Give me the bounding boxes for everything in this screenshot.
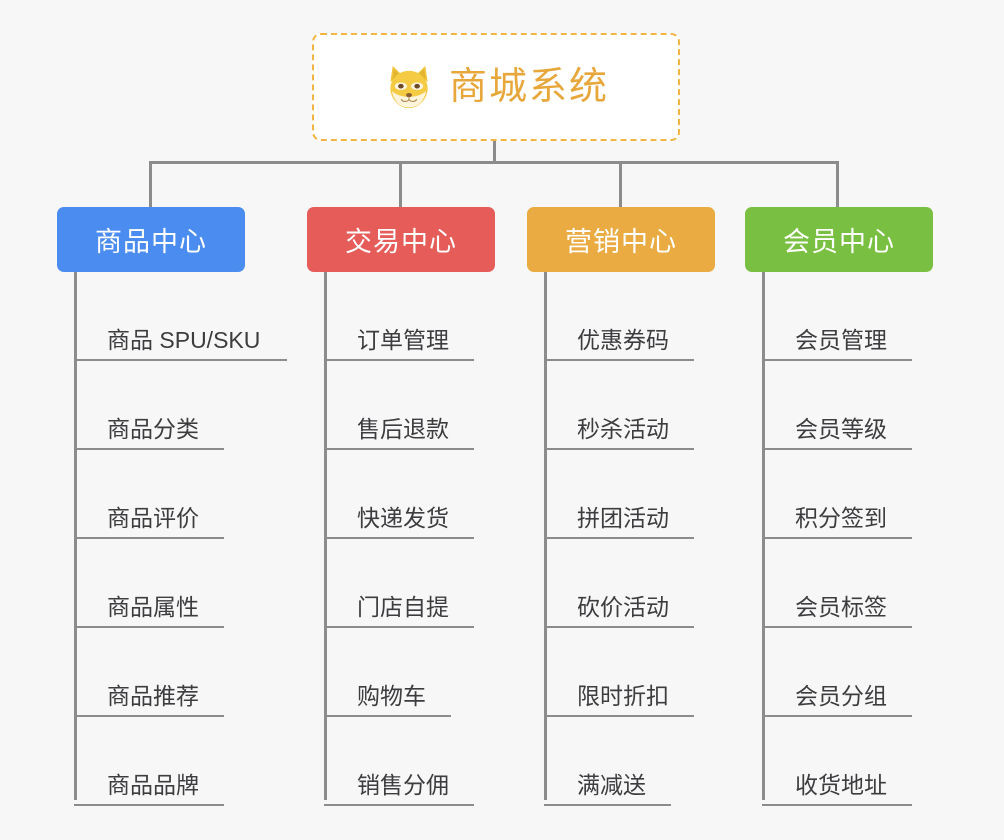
connector-drop-branch-2	[399, 161, 402, 209]
leaf-underline	[324, 359, 474, 361]
leaf-underline	[74, 359, 287, 361]
branch-header-trade[interactable]: 交易中心	[307, 207, 495, 272]
leaf-underline	[762, 715, 912, 717]
leaf-label: 会员管理	[795, 327, 887, 353]
branch-spine-marketing	[544, 272, 547, 800]
leaf-underline	[324, 626, 474, 628]
leaf-underline	[324, 715, 451, 717]
leaf-underline	[762, 537, 912, 539]
leaf-label: 限时折扣	[577, 683, 669, 709]
leaf-label: 商品推荐	[107, 683, 199, 709]
leaf-underline	[762, 626, 912, 628]
connector-root-stem	[493, 141, 496, 164]
connector-trunk-bar	[149, 161, 839, 164]
leaf-label: 商品品牌	[107, 772, 199, 798]
leaf-underline	[74, 715, 224, 717]
leaf-label: 购物车	[357, 683, 426, 709]
leaf-label: 商品分类	[107, 416, 199, 442]
leaf-label: 商品属性	[107, 594, 199, 620]
leaf-underline	[762, 804, 912, 806]
leaf-underline	[544, 804, 671, 806]
leaf-underline	[544, 448, 694, 450]
leaf-label: 售后退款	[357, 416, 449, 442]
branch-spine-product	[74, 272, 77, 800]
leaf-underline	[544, 715, 694, 717]
leaf-label: 优惠券码	[577, 327, 669, 353]
leaf-label: 销售分佣	[357, 772, 449, 798]
leaf-label: 商品 SPU/SKU	[107, 327, 261, 353]
leaf-label: 门店自提	[357, 594, 449, 620]
leaf-label: 会员标签	[795, 594, 887, 620]
leaf-label: 满减送	[577, 772, 646, 798]
leaf-underline	[544, 626, 694, 628]
leaf-label: 订单管理	[357, 327, 449, 353]
leaf-label: 砍价活动	[577, 594, 669, 620]
branch-header-product[interactable]: 商品中心	[57, 207, 245, 272]
shiba-dog-face-icon	[390, 65, 428, 109]
connector-drop-branch-1	[149, 161, 152, 209]
leaf-label: 收货地址	[795, 772, 887, 798]
leaf-label: 拼团活动	[577, 505, 669, 531]
leaf-underline	[544, 359, 694, 361]
branch-header-member[interactable]: 会员中心	[745, 207, 933, 272]
leaf-underline	[762, 448, 912, 450]
leaf-label: 商品评价	[107, 505, 199, 531]
leaf-label: 积分签到	[795, 505, 887, 531]
leaf-underline	[762, 359, 912, 361]
leaf-underline	[324, 537, 474, 539]
leaf-underline	[324, 804, 474, 806]
connector-drop-branch-3	[619, 161, 622, 209]
leaf-underline	[74, 448, 224, 450]
root-title: 商城系统	[448, 66, 609, 108]
leaf-underline	[324, 448, 474, 450]
leaf-label: 秒杀活动	[577, 416, 669, 442]
connector-drop-branch-4	[836, 161, 839, 209]
branch-header-marketing[interactable]: 营销中心	[527, 207, 715, 272]
branch-spine-member	[762, 272, 765, 800]
leaf-label: 会员分组	[795, 683, 887, 709]
leaf-underline	[74, 804, 224, 806]
branch-spine-trade	[324, 272, 327, 800]
leaf-underline	[544, 537, 694, 539]
leaf-label: 会员等级	[795, 416, 887, 442]
root-node[interactable]: 商城系统	[312, 33, 680, 141]
leaf-underline	[74, 537, 224, 539]
leaf-underline	[74, 626, 224, 628]
leaf-label: 快递发货	[357, 505, 449, 531]
